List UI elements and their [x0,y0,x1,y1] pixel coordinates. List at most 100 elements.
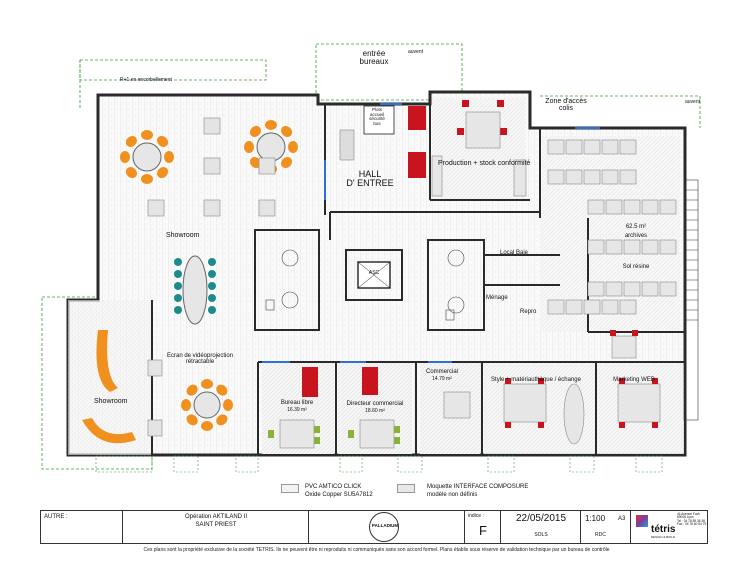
chair [164,151,174,163]
footnote: Ces plans sont la propriété exclusive de… [143,547,610,553]
tb-logo-cell: PALLADIUM [309,511,465,543]
chair [125,135,137,147]
tb-operation-cell: Opération AKTILAND II SAINT PRIEST [123,511,309,543]
legend-pvc-line1: PVC AMTICO CLICK [305,484,362,490]
chair [174,306,182,314]
elevator [357,261,391,289]
palladium-logo-text: PALLADIUM [371,523,399,528]
red-chairs-bottom [505,330,658,428]
label-archives-area: 62.5 m² [625,224,647,230]
legend-carpet-line2: modèle non définis [427,492,478,498]
archive-shelf [641,239,659,255]
archive-shelf [619,139,637,155]
chair [157,167,169,179]
archive-shelf [623,281,641,297]
chair [281,125,293,137]
label-showroom-top: Showroom [166,232,200,239]
chair [141,174,153,184]
archive-shelf [565,299,583,315]
chair [208,294,216,302]
tb-date: 22/05/2015 [515,513,567,524]
archive-shelf [619,299,637,315]
chair [201,379,213,389]
chair [186,414,198,426]
chair [141,130,153,140]
label-directeur-area: 18.60 m² [365,408,385,414]
tb-address: 44 Avenue Foch 69006 Lyon Tel : 04 78 89… [677,512,707,527]
chair [265,120,277,130]
archive-shelf [659,281,677,297]
archive-shelf [583,139,601,155]
chair [288,141,298,153]
label-sol-resine: Sol résine [622,264,650,270]
legend-carpet-line1: Moquette INTERFACE COMPOSURE [427,484,529,490]
tb-autre: AUTRE : [44,514,68,520]
sanitary [265,249,465,321]
label-bureau-libre-area: 16.39 m² [287,407,307,413]
archive-shelf [605,281,623,297]
archive-shelf [641,199,659,215]
label-auvent-top: auvent [408,49,424,55]
blue-accents [262,103,600,363]
chair [120,151,130,163]
archive-shelf [601,169,619,185]
label-auvent-right: auvent [685,99,701,105]
oval-table [182,255,208,325]
tb-scale-cell: 1:100 A3 RDC [581,511,631,543]
tb-level: RDC [595,532,606,538]
chair [201,421,213,431]
archive-shelf [601,139,619,155]
archive-shelf [583,299,601,315]
archive-shelf [547,169,565,185]
archive-shelf [605,199,623,215]
archive-shelving [547,139,677,315]
label-menage: Ménage [486,295,508,301]
chair [186,384,198,396]
tb-autre-cell: AUTRE : [41,511,123,543]
archive-shelf [601,299,619,315]
title-block: AUTRE : Opération AKTILAND II SAINT PRIE… [40,510,708,544]
label-production: Production + stock conformité [438,160,531,167]
palladium-logo: PALLADIUM [369,512,399,542]
label-zone-acces: Zone d'accès colis [545,98,587,113]
label-marketing: Marketing WEB [613,377,655,383]
archive-shelf [623,199,641,215]
chair [249,157,261,169]
tetris-logo-icon [636,515,648,527]
label-hall: HALL D' ENTREE [346,169,394,189]
chair [208,258,216,266]
chair [223,399,233,411]
archive-shelf [547,299,565,315]
tb-site: SAINT PRIEST [195,522,237,528]
chair [174,294,182,302]
chair [125,167,137,179]
label-rue: R+1 en encorbellement [120,77,172,83]
archive-shelf [565,139,583,155]
outdoor-markers [95,455,663,473]
curved-sofa-bottom [82,418,136,444]
tb-sols: SOLS [534,532,548,538]
showroom-furniture [82,117,298,444]
legend-pvc-line2: Oxide Copper SU5A7812 [305,492,373,498]
chair [208,282,216,290]
hall-furniture [302,100,527,397]
archive-shelf [587,239,605,255]
tb-date-cell: 22/05/2015 SOLS [501,511,581,543]
display-panels [147,117,276,437]
archive-shelf [619,169,637,185]
archive-shelf [547,139,565,155]
label-entree-bureaux: entrée bureaux [359,49,389,67]
round-table-2 [256,132,286,162]
label-repro: Repro [520,309,537,315]
tb-indice-label: indice : [468,513,484,519]
label-bureau-libre: Bureau libre [280,400,314,406]
archive-shelf [587,199,605,215]
archive-shelf [583,169,601,185]
tb-scale: 1:100 [585,514,606,523]
teal-chairs [174,258,216,314]
chair [244,141,254,153]
green-chairs [268,426,400,444]
staircase [683,179,699,421]
round-table-1 [132,142,162,172]
